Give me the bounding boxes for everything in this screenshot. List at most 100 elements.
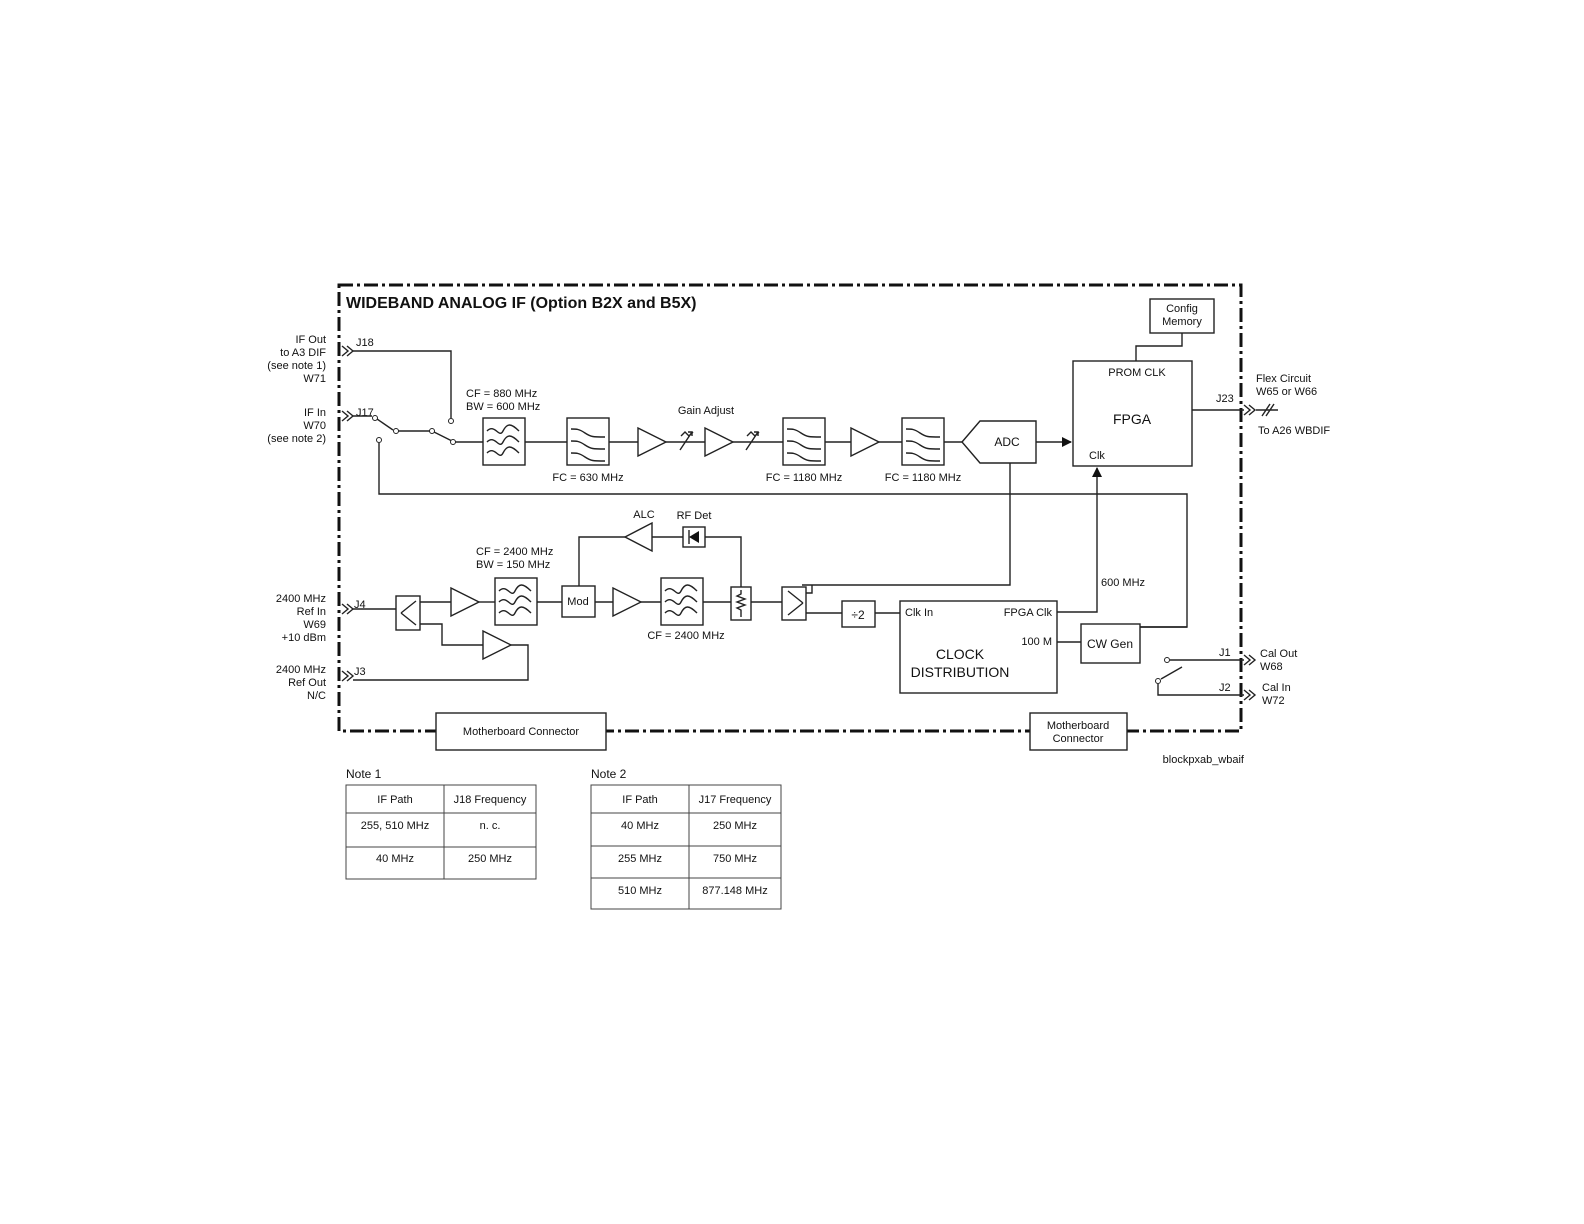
note2-cell: 750 MHz <box>713 853 757 865</box>
note1-cell: 40 MHz <box>376 853 414 865</box>
j18-connector-icon <box>341 345 355 357</box>
j3-connector-icon <box>341 670 355 682</box>
j18-label: J18 <box>356 337 374 349</box>
cal-in-label-1: Cal In <box>1262 682 1291 694</box>
lowpass-filter-icon <box>782 417 826 466</box>
j23-connector-icon <box>1243 404 1257 416</box>
note1-header: J18 Frequency <box>454 794 527 806</box>
wire <box>806 585 813 594</box>
ref-out-label: 2400 MHz Ref Out N/C <box>276 664 326 702</box>
note2-cell: 510 MHz <box>618 885 662 897</box>
fpga-block <box>1072 360 1193 467</box>
config-memory-label-2: Memory <box>1162 316 1202 328</box>
svg-text:N/C: N/C <box>307 690 326 702</box>
switch-arm <box>1160 666 1183 680</box>
diagram-title: WIDEBAND ANALOG IF (Option B2X and B5X) <box>346 295 697 312</box>
600mhz-label: 600 MHz <box>1101 577 1145 589</box>
fpga-clk-out-label: FPGA Clk <box>1004 607 1053 619</box>
svg-text:2400 MHz: 2400 MHz <box>276 664 326 676</box>
cal-out-label-1: Cal Out <box>1260 648 1297 660</box>
rf-det-label: RF Det <box>677 510 712 522</box>
cal-out-label-2: W68 <box>1260 661 1283 673</box>
svg-text:Ref Out: Ref Out <box>288 677 326 689</box>
bandpass-filter-icon <box>494 577 538 626</box>
switch-arm <box>376 418 394 431</box>
switch-node <box>429 428 435 434</box>
clock-distribution-block <box>899 600 1058 694</box>
alc-amplifier-icon <box>623 521 653 553</box>
divide-by-2-label: ÷2 <box>851 608 865 622</box>
lowpass-filter-icon <box>901 417 945 466</box>
gain-adjust-label: Gain Adjust <box>678 405 734 417</box>
svg-text:W69: W69 <box>303 619 326 631</box>
note1-cell: 255, 510 MHz <box>361 820 429 832</box>
ref-out-wire <box>353 644 529 681</box>
bp-filter-1-cf: CF = 880 MHz <box>466 388 537 400</box>
fpga-label: FPGA <box>1113 411 1152 427</box>
switch-node <box>1155 678 1161 684</box>
bp-filter-2-bw: BW = 150 MHz <box>476 559 550 571</box>
svg-text:+10 dBm: +10 dBm <box>282 632 326 644</box>
note2-title: Note 2 <box>591 767 627 781</box>
motherboard-connector-2-label-1: Motherboard <box>1047 720 1109 732</box>
fpga-clock-wire <box>1057 467 1102 613</box>
svg-text:(see note 1): (see note 1) <box>267 360 326 372</box>
j2-connector-icon <box>1243 689 1257 701</box>
clock-dist-label-2: DISTRIBUTION <box>911 664 1010 680</box>
switch-node <box>376 437 382 443</box>
amplifier-icon <box>637 426 668 458</box>
attenuator-zigzag <box>680 431 694 437</box>
lowpass-filter-icon <box>566 417 610 466</box>
j17-label: J17 <box>356 407 374 419</box>
j23-label: J23 <box>1216 393 1234 405</box>
divide-by-2-block <box>841 600 876 628</box>
to-wbdif-label: To A26 WBDIF <box>1258 425 1330 437</box>
j4-connector-icon <box>341 603 355 615</box>
bp-filter-1-bw: BW = 600 MHz <box>466 401 540 413</box>
cw-gen-label: CW Gen <box>1087 637 1133 651</box>
motherboard-connector-2-label-2: Connector <box>1053 733 1104 745</box>
note1-cell: n. c. <box>480 820 501 832</box>
svg-text:to A3 DIF: to A3 DIF <box>280 347 326 359</box>
svg-text:IF In: IF In <box>304 407 326 419</box>
ref-in-label: 2400 MHz Ref In W69 +10 dBm <box>276 593 326 644</box>
lp-filter-630-label: FC = 630 MHz <box>552 472 623 484</box>
lp-filter-1180a-label: FC = 1180 MHz <box>766 472 843 484</box>
bandpass-filter-icon <box>482 417 526 466</box>
splitter-icon <box>395 595 421 631</box>
amplifier-icon <box>704 426 735 458</box>
switch-node <box>448 418 454 424</box>
mod-label: Mod <box>567 596 588 608</box>
svg-text:Ref In: Ref In <box>297 606 326 618</box>
fpga-clk-label: Clk <box>1089 450 1105 462</box>
note1-table: IF Path J18 Frequency 255, 510 MHz n. c.… <box>345 784 537 880</box>
wire <box>420 623 483 646</box>
note2-table: IF Path J17 Frequency 40 MHz 250 MHz 255… <box>590 784 782 910</box>
bp-filter-3-cf: CF = 2400 MHz <box>647 630 724 642</box>
if-in-label: IF In W70 (see note 2) <box>267 407 326 445</box>
prom-clk-label: PROM CLK <box>1108 367 1166 379</box>
cw-gen-block <box>1080 623 1141 664</box>
note2-header: IF Path <box>622 794 657 806</box>
bandpass-filter-icon <box>660 577 704 626</box>
svg-text:W70: W70 <box>303 420 326 432</box>
module-boundary <box>337 283 1243 733</box>
config-memory-wire <box>1135 333 1183 361</box>
flex-circuit-label-2: W65 or W66 <box>1256 386 1317 398</box>
svg-text:(see note 2): (see note 2) <box>267 433 326 445</box>
if-out-label: IF Out to A3 DIF (see note 1) W71 <box>267 334 326 385</box>
note1-title: Note 1 <box>346 767 382 781</box>
j2-wire <box>1157 684 1244 696</box>
note1-cell: 250 MHz <box>468 853 512 865</box>
motherboard-connector-2 <box>1029 712 1128 751</box>
cal-in-label-2: W72 <box>1262 695 1285 707</box>
j3-label: J3 <box>354 666 366 678</box>
j1-label: J1 <box>1219 647 1231 659</box>
j18-wire <box>353 350 452 418</box>
amplifier-icon <box>612 586 643 618</box>
attenuator-zigzag <box>746 431 760 437</box>
lp-filter-1180b-label: FC = 1180 MHz <box>885 472 962 484</box>
svg-text:IF Out: IF Out <box>295 334 326 346</box>
flex-bus-icon <box>1256 403 1278 417</box>
